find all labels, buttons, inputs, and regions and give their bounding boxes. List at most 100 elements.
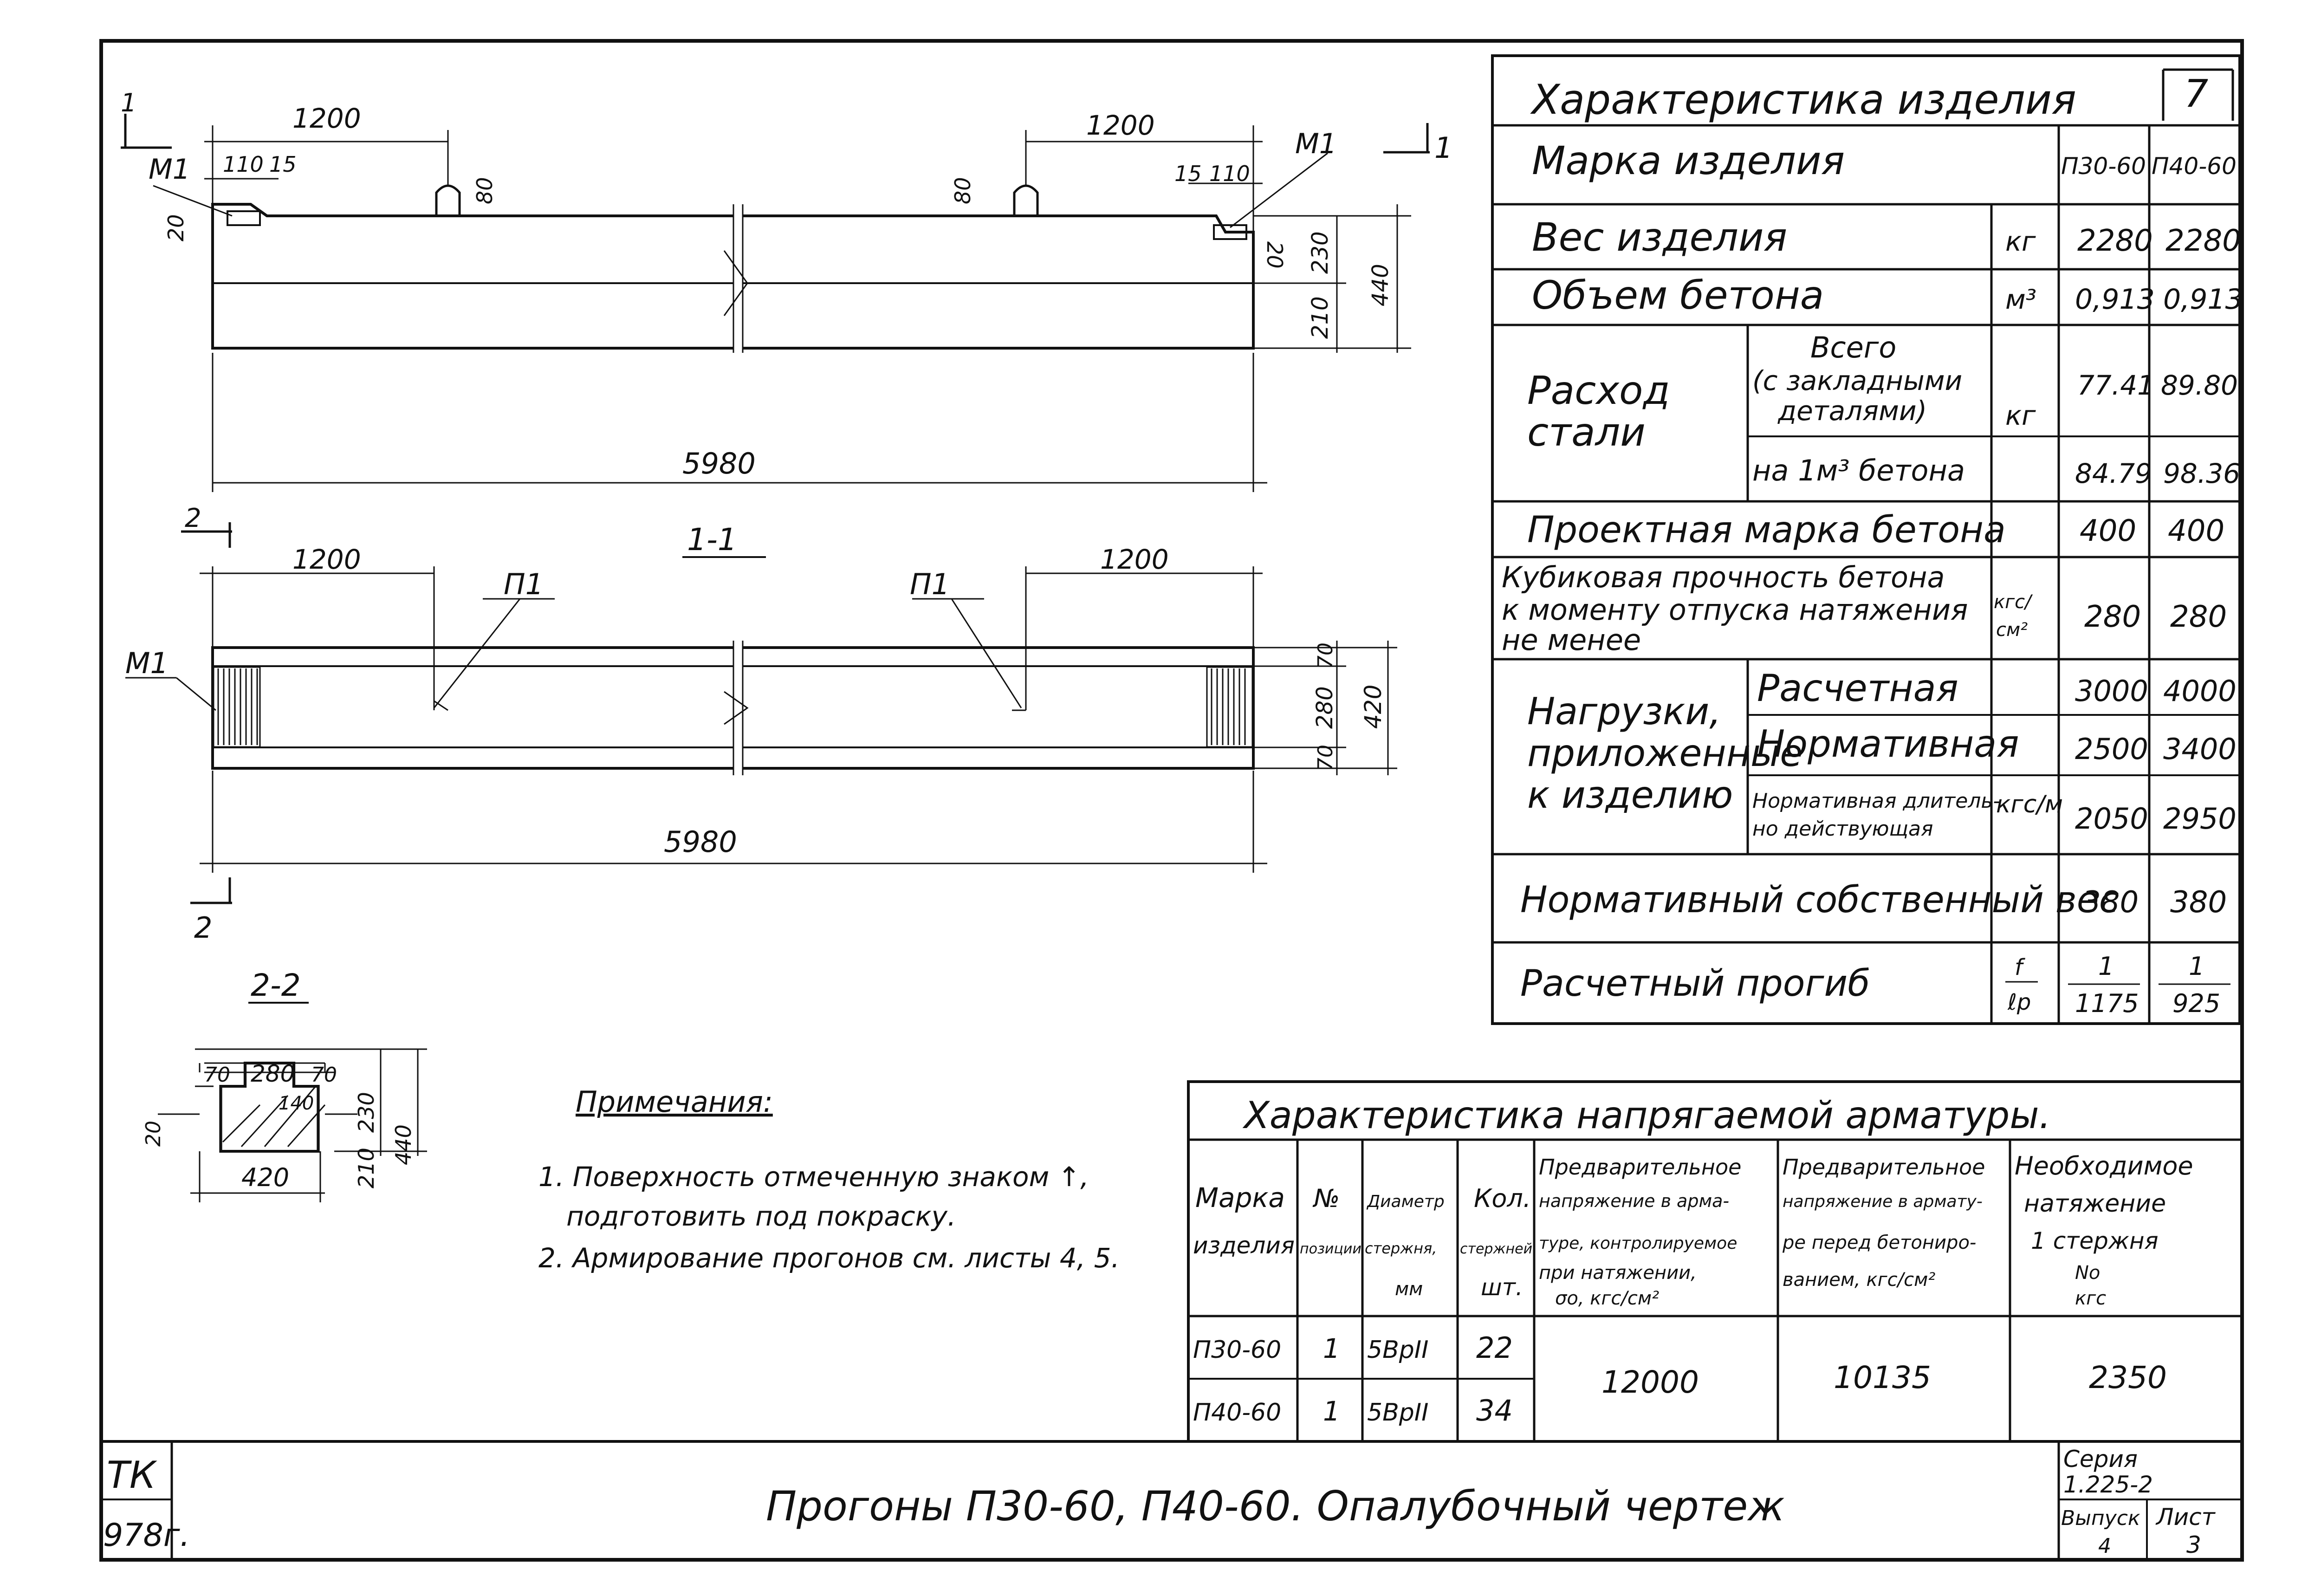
weight-label: Вес изделия <box>1532 214 1787 260</box>
rebar-h-pre2-4: ванием, кгс/см² <box>1783 1269 1935 1291</box>
mark-col-a: П30-60 <box>2061 153 2146 180</box>
elev-dim-1200-left: 1200 <box>292 103 361 134</box>
loads-normative-b: 3400 <box>2163 732 2237 766</box>
steel-label-2: стали <box>1527 409 1646 455</box>
rebar-row2-pos: 1 <box>1323 1395 1340 1427</box>
rebar-h-req-5: кгс <box>2075 1288 2106 1309</box>
grade-label: Проектная марка бетона <box>1527 509 2006 551</box>
issue-label: Выпуск <box>2061 1506 2140 1530</box>
steel-total-2: (с закладными <box>1752 365 1962 396</box>
steel-total-b: 89.80 <box>2161 370 2238 401</box>
steel-per-a: 84.79 <box>2075 458 2152 489</box>
deflection-a-den: 1175 <box>2075 989 2139 1018</box>
rebar-h-pre2-1: Предварительное <box>1783 1155 1985 1180</box>
loads-label-2: приложенные <box>1527 732 1802 775</box>
plan-view-1-1: 1-1 1200 1200 П1 П1 M1 70 280 70 420 598… <box>125 503 1397 945</box>
series-value: 1.225-2 <box>2063 1471 2153 1498</box>
sheet-value: 3 <box>2186 1531 2201 1558</box>
grade-b: 400 <box>2168 514 2224 548</box>
rebar-h-req-1: Необходимое <box>2015 1151 2193 1181</box>
selfweight-a: 380 <box>2082 885 2139 920</box>
rebar-h-pre2-2: напряжение в армату- <box>1783 1192 1983 1211</box>
elev-dim-110-right: 110 <box>1209 161 1250 186</box>
loads-longterm-a: 2050 <box>2075 802 2148 836</box>
elev-dim-210: 210 <box>1307 296 1333 339</box>
deflection-b-num: 1 <box>2189 952 2204 981</box>
loads-longterm-b: 2950 <box>2163 802 2237 836</box>
steel-total-a: 77.41 <box>2077 370 2154 401</box>
title-code-1: ТК <box>107 1453 157 1497</box>
notes-line-1: 1. Поверхность отмеченную знаком ↑, <box>538 1161 1089 1193</box>
cube-unit-1: кгс/ <box>1994 591 2033 613</box>
cube-b: 280 <box>2170 600 2227 634</box>
steel-total-1: Всего <box>1810 331 1896 364</box>
rebar-h-req-3: 1 стержня <box>2031 1227 2159 1254</box>
section22-dim-280: 280 <box>251 1060 295 1087</box>
cube-line-2: к моменту отпуска натяжения <box>1502 593 1968 627</box>
product-table: Характеристика изделия 7 Марка изделия П… <box>1491 54 2243 1025</box>
cube-unit-2: см² <box>1996 619 2028 641</box>
elev-dim-80-left: 80 <box>472 177 497 204</box>
section22-dim-440: 440 <box>391 1124 416 1165</box>
section-2-2: 2-2 70 280 70 140 20 230 210 440 420 <box>142 967 427 1202</box>
plan-dim-1200-right: 1200 <box>1100 544 1169 575</box>
loads-longterm-1: Нормативная длитель- <box>1752 789 2000 813</box>
rebar-h-pos-1: № <box>1312 1184 1340 1213</box>
elev-label-m1-left: M1 <box>149 153 190 186</box>
elev-dim-20-left: 20 <box>163 214 188 241</box>
rebar-h-pre1-5: σо, кгс/см² <box>1555 1288 1659 1309</box>
rebar-h-req-4: No <box>2075 1262 2100 1284</box>
elev-dim-110-left: 110 <box>223 152 264 177</box>
elev-dim-440: 440 <box>1368 264 1394 306</box>
section22-dim-230: 230 <box>354 1092 379 1133</box>
deflection-label: Расчетный прогиб <box>1520 963 1870 1005</box>
loads-normative: Нормативная <box>1757 722 2019 766</box>
product-table-title: Характеристика изделия <box>1530 76 2076 123</box>
mark-col-b: П40-60 <box>2152 153 2237 180</box>
loads-design: Расчетная <box>1757 667 1958 710</box>
plan-section-mark-top: 2 <box>185 503 201 533</box>
plan-title: 1-1 <box>687 522 737 558</box>
elev-label-m1-right: M1 <box>1295 128 1337 160</box>
steel-total-3: деталями) <box>1777 395 1927 427</box>
weight-a: 2280 <box>2077 224 2153 258</box>
selfweight-label: Нормативный собственный вес <box>1520 879 2119 921</box>
section22-dim-70b: 70 <box>311 1063 337 1087</box>
loads-normative-a: 2500 <box>2075 732 2148 766</box>
title-code-2: 978г. <box>103 1517 190 1554</box>
weight-b: 2280 <box>2165 224 2241 258</box>
steel-label-1: Расход <box>1527 368 1670 413</box>
volume-label: Объем бетона <box>1532 272 1824 318</box>
sheet-frame <box>99 39 2244 1562</box>
section22-dim-210: 210 <box>354 1148 379 1188</box>
steel-per-m3: на 1м³ бетона <box>1752 454 1965 487</box>
rebar-h-pre2-3: ре перед бетониро- <box>1782 1232 1976 1253</box>
steel-unit: кг <box>2005 400 2036 431</box>
loads-label-3: к изделию <box>1527 773 1733 817</box>
rebar-row1-qty: 22 <box>1476 1331 1513 1365</box>
cube-a: 280 <box>2084 600 2141 634</box>
plan-dim-420: 420 <box>1360 685 1387 729</box>
cube-line-3: не менее <box>1502 623 1641 657</box>
rebar-h-qty-3: шт. <box>1481 1274 1523 1301</box>
sheet-number: 7 <box>2184 72 2208 116</box>
plan-dim-1200-left: 1200 <box>292 544 361 575</box>
elev-dim-230: 230 <box>1307 231 1333 274</box>
rebar-h-pos-2: позиции <box>1300 1241 1361 1257</box>
rebar-sigma-before: 10135 <box>1834 1360 1931 1395</box>
rebar-h-pre1-1: Предварительное <box>1539 1155 1741 1180</box>
elev-section-mark-right: 1 <box>1434 131 1452 165</box>
rebar-h-pre1-3: туре, контролируемое <box>1539 1234 1737 1253</box>
selfweight-b: 380 <box>2170 885 2227 920</box>
volume-unit: м³ <box>2005 284 2036 315</box>
rebar-row2-qty: 34 <box>1476 1394 1513 1427</box>
rebar-row2-mark: П40-60 <box>1193 1399 1281 1427</box>
loads-unit: кгс/м <box>1996 791 2063 818</box>
loads-label-1: Нагрузки, <box>1527 690 1721 733</box>
rebar-sigma0: 12000 <box>1601 1364 1699 1400</box>
elev-section-mark-left: 1 <box>121 88 136 117</box>
notes-block: Примечания: 1. Поверхность отмеченную зн… <box>538 1085 1120 1274</box>
loads-design-a: 3000 <box>2075 674 2148 708</box>
grade-a: 400 <box>2080 514 2136 548</box>
section22-dim-70a: 70 <box>204 1063 230 1087</box>
